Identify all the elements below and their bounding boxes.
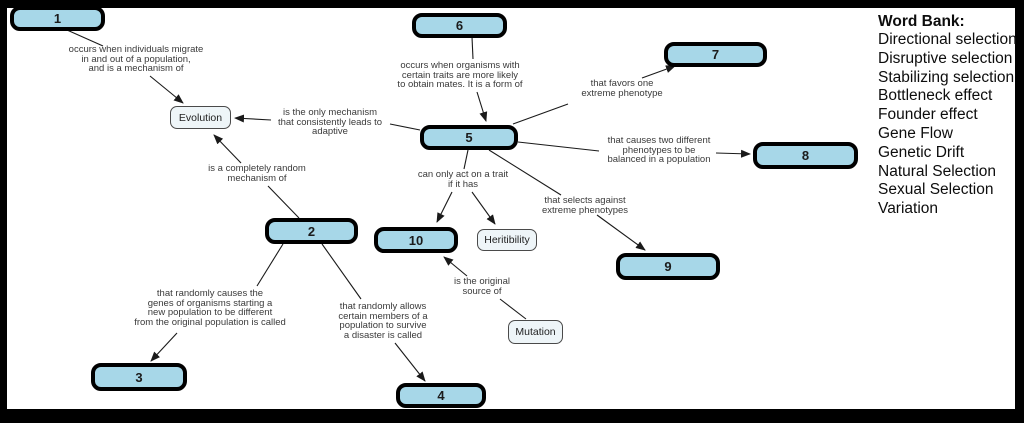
word-bank-item-natural-selection: Natural Selection xyxy=(878,162,997,180)
node-box-4: 4 xyxy=(396,383,486,408)
edge-label-to-box5 xyxy=(476,91,488,122)
edge-box5-to-label3 xyxy=(389,123,421,131)
node-box-5: 5 xyxy=(420,125,518,150)
edge-box5-to-label6 xyxy=(463,149,469,170)
edge-label10-to-box4 xyxy=(394,342,426,382)
word-bank-item-founder-effect: Founder effect xyxy=(878,106,978,124)
edge-label7-to-box9 xyxy=(596,214,646,251)
node-box-6: 6 xyxy=(412,13,507,38)
edge-box5-to-label4 xyxy=(512,103,569,125)
word-bank-item-directional-selection: Directional selection xyxy=(878,31,1017,48)
node-box-1: 1 xyxy=(10,6,105,31)
word-bank-item-genetic-drift: Genetic Drift xyxy=(878,143,965,161)
word-bank-item-sexual-selection: Sexual Selection xyxy=(878,181,994,199)
edge-mutation-to-label11 xyxy=(499,298,527,320)
word-bank: Word Bank: Directional selection Disrupt… xyxy=(878,12,1017,219)
edge-box2-to-label10 xyxy=(321,243,362,300)
edge-label-t7: that selects against extreme phenotypes xyxy=(541,195,629,216)
word-bank-item-disruptive-selection: Disruptive selection xyxy=(878,49,1013,67)
edge-box6-to-label xyxy=(471,36,474,60)
edge-label8-to-evolution xyxy=(213,134,242,164)
edge-label-t8: is a completely random mechanism of xyxy=(208,163,306,184)
edge-label9-to-box3 xyxy=(150,332,178,362)
edge-label-t6: can only act on a trait if it has xyxy=(417,169,509,190)
edge-box2-to-label9 xyxy=(256,243,284,287)
node-box-8: 8 xyxy=(753,142,858,169)
word-bank-item-gene-flow: Gene Flow xyxy=(878,124,953,142)
edge-box5-to-label5 xyxy=(517,141,600,152)
edge-label6-to-box10 xyxy=(436,191,453,223)
frame-border-right xyxy=(1015,0,1024,423)
node-box-3: 3 xyxy=(91,363,187,391)
edge-label-t1: occurs when individuals migrate in and o… xyxy=(68,44,204,75)
node-box-9: 9 xyxy=(616,253,720,280)
edge-label-t4: that favors one extreme phenotype xyxy=(581,78,663,99)
edge-box2-to-label8 xyxy=(267,185,300,219)
word-bank-item-variation: Variation xyxy=(878,200,939,218)
edge-label-t10: that randomly allows certain members of … xyxy=(338,301,428,341)
word-bank-title: Word Bank: xyxy=(878,13,965,30)
edge-label6-to-heritibility xyxy=(471,191,496,225)
edge-label-t5: that causes two different phenotypes to … xyxy=(607,135,711,166)
frame-border-bottom xyxy=(0,409,1024,423)
edge-label-t11: is the original source of xyxy=(454,276,510,297)
edge-label-t2: occurs when organisms with certain trait… xyxy=(397,60,523,91)
edge-label-to-evolution xyxy=(149,75,184,104)
word-bank-item-stabilizing-selection: Stabilizing selection xyxy=(878,68,1015,86)
node-box-2: 2 xyxy=(265,218,358,244)
edge-label-t3: is the only mechanism that consistently … xyxy=(277,107,383,138)
edge-label3-to-evolution xyxy=(234,114,272,123)
term-evolution: Evolution xyxy=(170,106,231,129)
edge-label5-to-box8 xyxy=(715,149,751,158)
node-box-7: 7 xyxy=(664,42,767,67)
word-bank-item-bottleneck-effect: Bottleneck effect xyxy=(878,87,993,105)
term-heritibility: Heritibility xyxy=(477,229,537,251)
edge-label4-to-box7 xyxy=(641,65,676,79)
frame-border-top xyxy=(0,0,1024,8)
edge-label-t9: that randomly causes the genes of organi… xyxy=(134,288,286,328)
frame-border-left xyxy=(0,0,7,423)
edge-label11-to-box10 xyxy=(443,256,468,277)
term-mutation: Mutation xyxy=(508,320,563,344)
node-box-10: 10 xyxy=(374,227,458,253)
